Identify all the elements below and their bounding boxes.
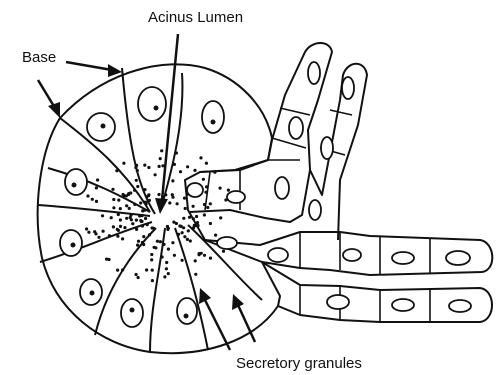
secretory-granule-dots bbox=[85, 149, 230, 282]
upper-duct bbox=[187, 43, 367, 240]
base-arrows bbox=[38, 62, 122, 118]
secretory-granules-label: Secretory granules bbox=[236, 355, 362, 372]
granule-arrows bbox=[199, 288, 255, 350]
lower-duct bbox=[205, 232, 492, 322]
base-label: Base bbox=[22, 49, 56, 66]
acinus-lumen-label: Acinus Lumen bbox=[148, 9, 243, 26]
